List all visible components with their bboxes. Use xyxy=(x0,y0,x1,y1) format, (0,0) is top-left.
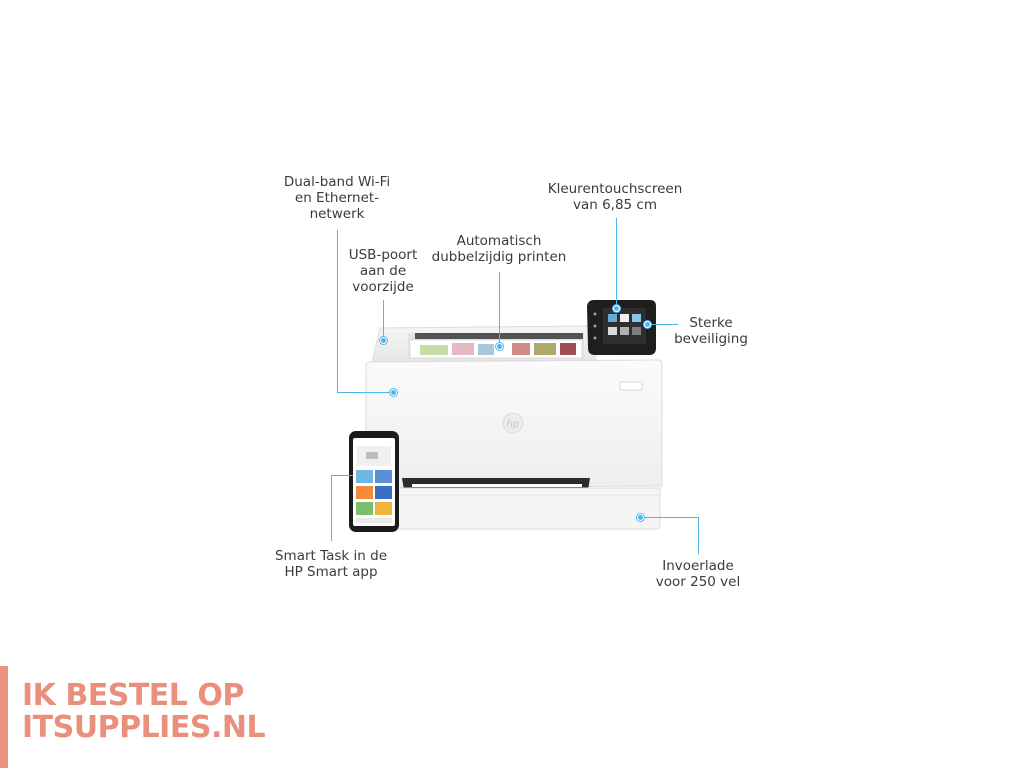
tray-callout-label: Invoerlade voor 250 vel xyxy=(655,558,741,590)
usb-callout-line xyxy=(383,300,384,340)
security-callout-label: Sterke beveiliging xyxy=(674,315,748,347)
duplex-callout-label: Automatisch dubbelzijdig printen xyxy=(431,233,567,265)
usb-callout-label: USB-poort aan de voorzijde xyxy=(348,247,418,295)
watermark-bar xyxy=(0,666,8,768)
smart-task-callout-label: Smart Task in de HP Smart app xyxy=(274,548,388,580)
touchscreen-callout-label: Kleurentouchscreen van 6,85 cm xyxy=(547,181,683,213)
smartphone xyxy=(349,431,399,532)
duplex-callout-line xyxy=(499,272,500,346)
watermark-logo: IK BESTEL OP ITSUPPLIES.NL xyxy=(22,678,266,745)
usb-callout-dot xyxy=(380,337,387,344)
watermark-line-2: ITSUPPLIES.NL xyxy=(22,710,266,745)
wifi-callout-label: Dual-band Wi-Fi en Ethernet- netwerk xyxy=(283,174,391,222)
security-callout-line xyxy=(648,324,678,325)
touchscreen-panel xyxy=(587,300,656,355)
tray-callout-line-h xyxy=(640,517,698,518)
paper-tray xyxy=(367,487,661,530)
smart-task-callout-line-v xyxy=(331,475,332,541)
smart-task-callout-line-h xyxy=(331,475,353,476)
touchscreen-callout-dot xyxy=(613,305,620,312)
wifi-callout-line-v xyxy=(337,230,338,393)
printer-body: hp xyxy=(365,359,663,490)
svg-text:hp: hp xyxy=(507,419,520,430)
hp-logo: hp xyxy=(502,412,524,434)
watermark-line-1: IK BESTEL OP xyxy=(22,678,244,713)
duplex-callout-dot xyxy=(496,343,503,350)
security-callout-dot xyxy=(644,321,651,328)
tray-callout-dot xyxy=(637,514,644,521)
printer-lid xyxy=(371,325,597,363)
tray-callout-line-v xyxy=(698,517,699,554)
wifi-callout-line-h xyxy=(337,392,393,393)
touchscreen-callout-line xyxy=(616,218,617,308)
wifi-callout-dot xyxy=(390,389,397,396)
